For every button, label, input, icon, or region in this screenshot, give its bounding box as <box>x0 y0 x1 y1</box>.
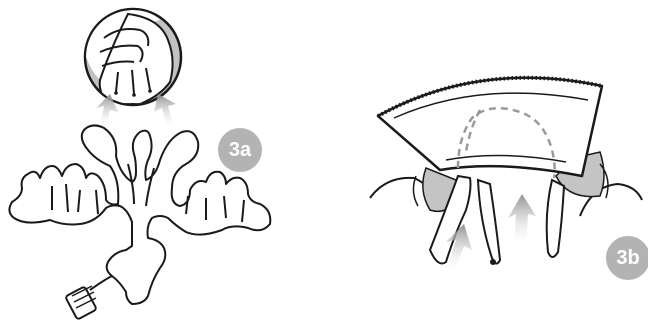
step-3a-panel: 3a <box>0 0 330 320</box>
up-arrow-icon <box>154 94 176 130</box>
step-3b-badge: 3b <box>606 236 648 280</box>
step-3b-illustration <box>330 0 648 320</box>
step-3b-panel: 3b <box>330 0 648 320</box>
step-3a-badge: 3a <box>218 128 262 172</box>
up-arrow-icon <box>508 194 536 248</box>
magnifier-hand-icon <box>85 9 181 105</box>
buckle-icon <box>65 276 112 320</box>
hat-icon <box>378 78 602 178</box>
step-3a-illustration <box>0 0 330 320</box>
